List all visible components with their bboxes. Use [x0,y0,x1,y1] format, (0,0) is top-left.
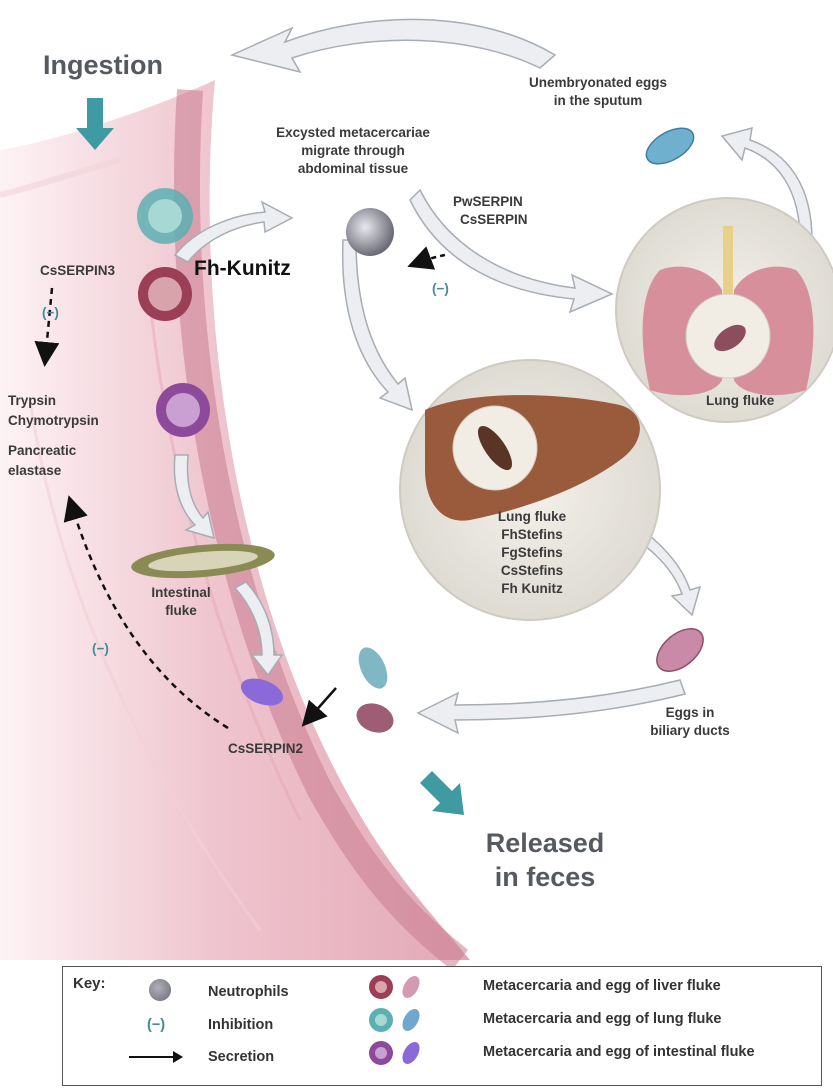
lung-fluke-label: Lung fluke [706,392,774,410]
inhibition-arrow-neutrophil [412,255,445,265]
released-line-2: in feces [470,860,620,894]
chymotrypsin-label: Chymotrypsin [8,412,99,430]
fluke-key-icons [367,971,437,1071]
fh-kunitz-label: Fh-Kunitz [194,260,291,278]
elastase-label: elastase [8,462,61,480]
liver-metacercaria-in-gut [138,267,192,321]
key-inhibition: Inhibition [208,1017,273,1033]
liver-fluke-key-icon [369,973,423,1001]
liver-egg-in-gut [352,698,397,737]
serpin2-inhibition-label: (−) [92,640,109,658]
key-intestinal-fluke: Metacercaria and egg of intestinal fluke [483,1044,755,1060]
key-lung-fluke: Metacercaria and egg of lung fluke [483,1011,722,1027]
unembryonated-line-2: in the sputum [508,92,688,110]
liver-line-1: Lung fluke [470,508,594,526]
serpin3-inhibition-label: (−) [42,304,59,322]
lung-egg-in-gut [353,643,393,693]
biliary-egg [649,620,711,679]
released-arrow [420,771,464,815]
neutrophil [346,208,394,256]
cycle-arrow-sputum-to-ingestion [232,19,555,72]
key-secretion: Secretion [208,1049,274,1065]
intestinal-line-2: fluke [136,602,226,620]
intestinal-metacercaria-in-gut [156,383,210,437]
csserpin3-label: CsSERPIN3 [40,262,115,280]
excysted-line-1: Excysted metacercariae [243,124,463,142]
liver-line-5: Fh Kunitz [470,580,594,598]
liver-panel-label: Lung fluke FhStefins FgStefins CsStefins… [470,508,594,598]
released-label: Released in feces [470,826,620,894]
csserpin-label: CsSERPIN [460,211,528,229]
neutrophil-inhibition-label: (−) [432,280,449,298]
liver-line-3: FgStefins [470,544,594,562]
key-title: Key: [73,975,106,992]
intestinal-fluke-label: Intestinal fluke [136,584,226,620]
pwserpin-label: PwSERPIN [453,193,523,211]
key-legend: Key: Neutrophils (−) Inhibition Secretio… [62,966,822,1086]
liver-line-2: FhStefins [470,526,594,544]
ingestion-label: Ingestion [43,48,163,82]
biliary-line-2: biliary ducts [630,722,750,740]
secretion-arrow-key-icon [125,1047,187,1067]
lung-metacercaria-in-gut [137,188,193,244]
intestinal-line-1: Intestinal [136,584,226,602]
key-inhibition-symbol: (−) [147,1017,165,1033]
pancreatic-label: Pancreatic [8,442,76,460]
csserpin2-label: CsSERPIN2 [228,740,303,758]
released-line-1: Released [470,826,620,860]
secretion-arrow-serpin2 [305,688,336,723]
lung-panel [616,198,833,422]
biliary-line-1: Eggs in [630,704,750,722]
excysted-line-3: abdominal tissue [243,160,463,178]
intestinal-fluke-key-icon [369,1039,423,1067]
sputum-egg [640,121,699,171]
excysted-line-2: migrate through [243,142,463,160]
key-liver-fluke: Metacercaria and egg of liver fluke [483,978,721,994]
key-neutrophils: Neutrophils [208,984,289,1000]
excysted-label: Excysted metacercariae migrate through a… [243,124,463,178]
neutrophil-key-icon [147,977,173,1003]
unembryonated-label: Unembryonated eggs in the sputum [508,74,688,110]
unembryonated-line-1: Unembryonated eggs [508,74,688,92]
lung-fluke-key-icon [369,1006,423,1034]
liver-line-4: CsStefins [470,562,594,580]
cycle-arrow-to-liver [343,240,412,410]
trypsin-label: Trypsin [8,392,56,410]
biliary-label: Eggs in biliary ducts [630,704,750,740]
